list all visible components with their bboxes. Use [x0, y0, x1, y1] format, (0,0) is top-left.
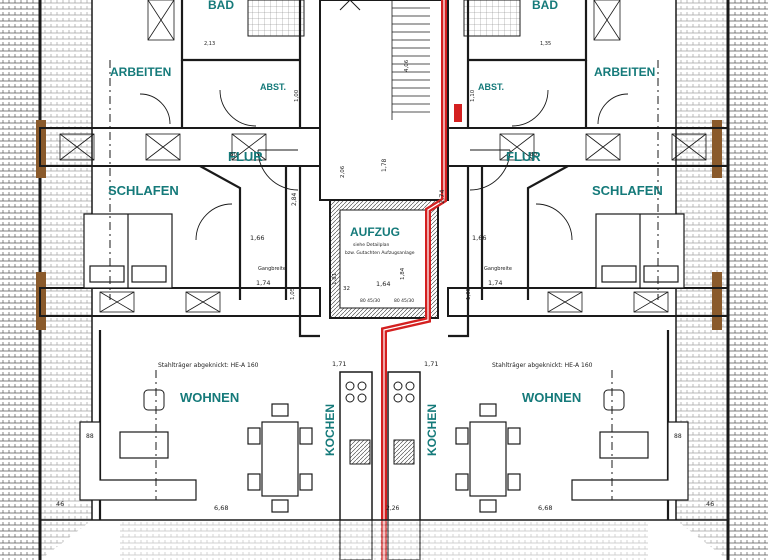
fridge-right	[393, 439, 415, 465]
band-left-lower	[39, 287, 321, 317]
fridge-left	[349, 439, 371, 465]
door-swings	[139, 89, 629, 241]
room-label-aufzug: AUFZUG	[350, 225, 400, 239]
dim-174-right: 1,74	[488, 279, 502, 287]
dim-668-right: 6,68	[538, 504, 552, 512]
stoves	[345, 381, 415, 403]
room-label-kochen-left: KOCHEN	[323, 404, 337, 456]
dining-table-right	[455, 403, 521, 513]
room-label-abst-right: ABST.	[478, 82, 504, 92]
beam-note-left: Stahlträger abgeknickt: HE-A 160	[158, 362, 259, 369]
dim-178: 1,78	[381, 158, 388, 172]
dim-166-left: 1,66	[250, 234, 264, 242]
dim-171-left: 1,71	[332, 360, 346, 368]
dim-88-left: 88	[86, 433, 94, 440]
window-right-lower	[712, 272, 722, 330]
room-label-wohnen-right: WOHNEN	[522, 390, 581, 405]
dim-135-right: 1,35	[540, 41, 551, 47]
dim-32: 32	[343, 286, 350, 292]
dim-226: 2,26	[386, 505, 400, 512]
dim-8045-right: 80 45/30	[394, 298, 414, 304]
room-label-flur-left: FLUR	[228, 149, 263, 164]
roof-hatch-right	[728, 0, 768, 560]
bed-left	[83, 213, 173, 289]
room-label-schlafen-left: SCHLAFEN	[108, 183, 179, 198]
dim-80-right: 80	[530, 152, 537, 158]
dim-105-left: 1,05	[290, 287, 296, 300]
sofa-right	[571, 421, 689, 501]
room-label-wohnen-left: WOHNEN	[180, 390, 239, 405]
room-label-arbeiten-left: ARBEITEN	[110, 65, 171, 79]
beam-note-right: Stahlträger abgeknickt: HE-A 160	[492, 362, 593, 369]
window-right-upper	[712, 120, 722, 178]
stair-core	[319, 0, 449, 201]
dim-105-right: 1,05	[466, 287, 472, 300]
aufzug-note-1: siehe Detailplan	[353, 242, 390, 248]
armchair-left	[143, 389, 165, 411]
dim-46-left: 46	[56, 500, 64, 508]
dim-100-left: 1,00	[294, 89, 300, 102]
dim-174-left: 1,74	[256, 279, 270, 287]
aufzug-note-2: bzw. Gutachten Aufzugsanlage	[345, 250, 415, 256]
room-label-bad-right: BAD	[532, 0, 558, 12]
room-label-bad-left: BAD	[208, 0, 234, 12]
red-boundary-inner	[383, 0, 445, 560]
dim-46-right: 46	[706, 500, 714, 508]
room-label-abst-left: ABST.	[260, 82, 286, 92]
bath-tiles-left	[247, 0, 305, 37]
room-label-kochen-right: KOCHEN	[425, 404, 439, 456]
dim-284: 2,84	[291, 192, 298, 206]
dim-668-left: 6,68	[214, 504, 228, 512]
bed-right	[595, 213, 685, 289]
red-marker	[454, 104, 462, 122]
dim-88-right: 88	[674, 433, 682, 440]
dim-213-left: 2,13	[204, 41, 215, 47]
dim-406: 4,06	[404, 59, 410, 72]
armchair-right	[603, 389, 625, 411]
dim-181: 1,81	[332, 273, 338, 285]
gangbreite-left: Gangbreite	[258, 266, 286, 272]
duct-boxes	[59, 0, 707, 313]
dim-164: 1,64	[376, 280, 390, 288]
dim-274: 2,74	[438, 190, 446, 204]
elevator-shaft	[339, 209, 429, 309]
room-label-arbeiten-right: ARBEITEN	[594, 65, 655, 79]
dim-110-right: 1,10	[470, 89, 476, 102]
dim-184: 1,84	[400, 267, 406, 280]
room-label-schlafen-right: SCHLAFEN	[592, 183, 663, 198]
room-label-flur-right: FLUR	[506, 149, 541, 164]
gangbreite-right: Gangbreite	[484, 266, 512, 272]
dim-206: 2,06	[340, 165, 346, 178]
sofa-left	[79, 421, 197, 501]
band-right-lower	[447, 287, 729, 317]
dining-table-left	[247, 403, 313, 513]
beam-lines	[109, 60, 659, 500]
bath-tiles-right	[463, 0, 521, 37]
dim-166-right: 1,66	[472, 234, 486, 242]
roof-hatch-left	[0, 0, 40, 560]
bottom-terrace	[120, 520, 648, 560]
dim-80-left: 80	[230, 152, 237, 158]
dim-171-right: 1,71	[424, 360, 438, 368]
dim-8045-left: 80 45/30	[360, 298, 380, 304]
roof-slope-left	[40, 0, 92, 560]
